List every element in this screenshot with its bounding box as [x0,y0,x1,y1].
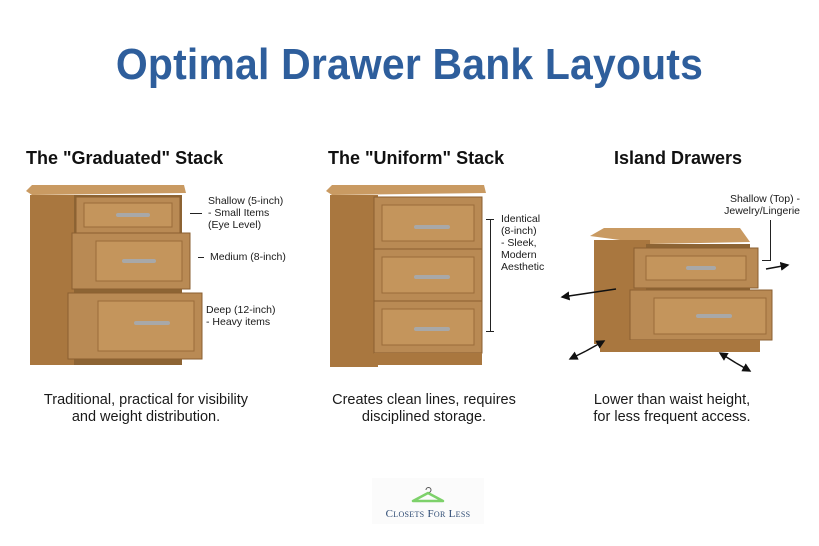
label-shallow-top: Shallow (Top) -Jewelry/Lingerie [724,193,800,217]
closets-for-less-logo: Closets For Less [372,478,484,524]
label-shallow: Shallow (5-inch)- Small Items(Eye Level) [208,195,284,231]
uniform-stack-title: The "Uniform" Stack [328,148,505,168]
island-caption: Lower than waist height,for less frequen… [593,392,751,425]
page-title: Optimal Drawer Bank Layouts [115,40,704,89]
label-deep: Deep (12-inch)- Heavy items [206,304,276,328]
label-medium: Medium (8-inch) [210,251,286,263]
hanger-icon [411,487,445,503]
logo-text: Closets For Less [385,508,471,520]
uniform-cabinet-illustration [326,185,486,367]
graduated-stack-title: The "Graduated" Stack [26,148,224,168]
dimension-arrows [560,261,790,372]
island-cabinet-illustration [590,228,773,352]
graduated-cabinet-illustration [26,185,203,365]
island-drawers-title: Island Drawers [614,148,743,168]
